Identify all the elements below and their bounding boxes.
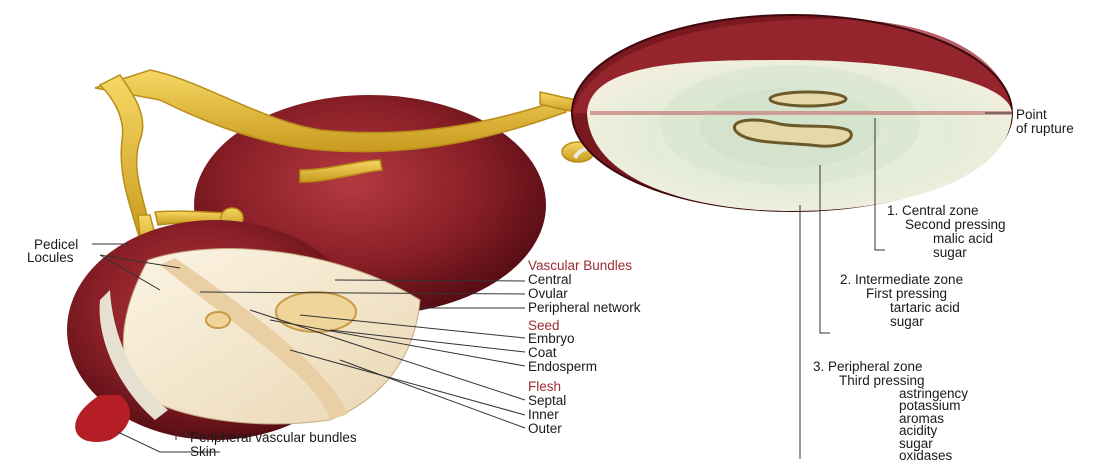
zone3-block: 3. Peripheral zone Third pressing astrin… (813, 360, 968, 462)
label-central: Central (528, 272, 572, 287)
zone1-block: 1. Central zone Second pressing malic ac… (887, 204, 1006, 260)
label-outer: Outer (528, 421, 562, 436)
label-inner: Inner (528, 407, 559, 422)
header-flesh: Flesh (528, 379, 561, 394)
label-ovular: Ovular (528, 286, 568, 301)
label-locules: Locules (27, 250, 74, 265)
label-embryo: Embryo (528, 331, 575, 346)
zone3-title: 3. Peripheral zone (813, 360, 968, 374)
zone3-item: oxidases (813, 450, 968, 462)
label-skin: Skin (190, 444, 216, 459)
zone2-title: 2. Intermediate zone (840, 273, 963, 287)
zone1-title: 1. Central zone (887, 204, 1006, 218)
label-point: Point (1016, 107, 1047, 122)
zone3-item: acidity (813, 425, 968, 437)
label-peripheral-vascular-bundles: Peripheral vascular bundles (190, 430, 357, 445)
zone1-line2: Second pressing (887, 218, 1006, 232)
zone2-line4: sugar (840, 315, 963, 329)
right-berry (572, 15, 1012, 211)
label-of-rupture: of rupture (1016, 121, 1074, 136)
zone3-item: potassium (813, 400, 968, 412)
zone2-block: 2. Intermediate zone First pressing tart… (840, 273, 963, 329)
zone1-line3: malic acid (887, 232, 1006, 246)
zone2-line2: First pressing (840, 287, 963, 301)
zone1-line4: sugar (887, 246, 1006, 260)
header-vascular-bundles: Vascular Bundles (528, 258, 632, 273)
zone3-item: aromas (813, 413, 968, 425)
label-peripheral-network: Peripheral network (528, 300, 641, 315)
zone2-line3: tartaric acid (840, 301, 963, 315)
label-septal: Septal (528, 393, 566, 408)
label-coat: Coat (528, 345, 557, 360)
label-endosperm: Endosperm (528, 359, 597, 374)
